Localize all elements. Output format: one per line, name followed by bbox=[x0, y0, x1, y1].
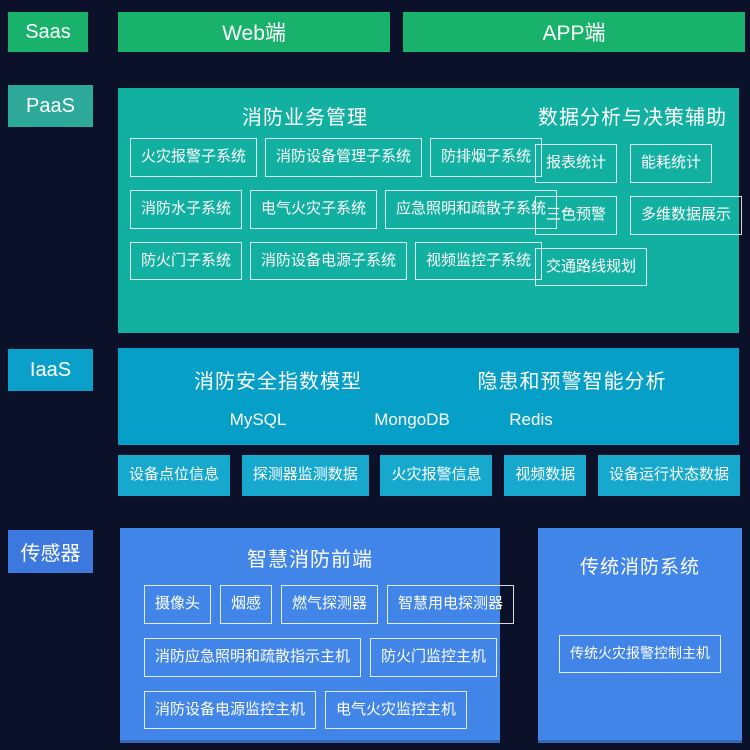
layer-label-paas: PaaS bbox=[8, 85, 93, 127]
chip: 火灾报警子系统 bbox=[130, 138, 258, 177]
chip: 视频数据 bbox=[504, 455, 587, 496]
redis-label: Redis bbox=[509, 410, 553, 429]
smart-row-3: 消防设备电源监控主机电气火灾监控主机 bbox=[144, 690, 500, 730]
chip: 消防应急照明和疏散指示主机 bbox=[144, 637, 362, 677]
app-client-label: APP端 bbox=[542, 22, 606, 45]
smart-row-1: 摄像头烟感燃气探测器智慧用电探测器 bbox=[144, 585, 515, 624]
chip: 防火门监控主机 bbox=[370, 637, 498, 677]
business-row-1: 火灾报警子系统消防设备管理子系统防排烟子系统 bbox=[130, 138, 543, 177]
web-client-label: Web端 bbox=[222, 22, 286, 45]
business-row-2: 消防水子系统电气火灾子系统应急照明和疏散子系统 bbox=[130, 189, 558, 229]
analysis-row-3: 交通路线规划 bbox=[535, 247, 730, 287]
traditional-fire-system-panel: 传统消防系统 传统火灾报警控制主机 bbox=[538, 528, 742, 743]
chip: 探测器监测数据 bbox=[241, 455, 369, 496]
traditional-fire-system-title: 传统消防系统 bbox=[579, 557, 700, 578]
chip: 消防设备电源监控主机 bbox=[144, 690, 317, 730]
chip: 防排烟子系统 bbox=[430, 138, 543, 177]
chip: 设备运行状态数据 bbox=[597, 455, 740, 496]
fire-business-subsystems: 火灾报警子系统消防设备管理子系统防排烟子系统 消防水子系统电气火灾子系统应急照明… bbox=[130, 138, 558, 281]
chip: 智慧用电探测器 bbox=[387, 585, 515, 624]
chip: 火灾报警信息 bbox=[380, 455, 493, 496]
chip: 电气火灾监控主机 bbox=[325, 690, 468, 730]
chip: 设备点位信息 bbox=[118, 455, 231, 496]
analysis-row-2: 三色预警多维数据展示 bbox=[535, 195, 743, 235]
data-analysis-title: 数据分析与决策辅助 bbox=[538, 107, 727, 129]
layer-label-sensors: 传感器 bbox=[8, 530, 93, 573]
mysql-label: MySQL bbox=[229, 410, 287, 429]
layer-label-sensors-text: 传感器 bbox=[20, 543, 81, 565]
web-client-box: Web端 bbox=[118, 12, 390, 52]
chip: 消防设备管理子系统 bbox=[265, 138, 423, 177]
chip: 燃气探测器 bbox=[281, 585, 379, 624]
chip: 多维数据展示 bbox=[630, 195, 743, 235]
chip: 摄像头 bbox=[144, 585, 212, 624]
layer-label-saas: Saas bbox=[8, 12, 88, 52]
chip: 电气火灾子系统 bbox=[250, 189, 378, 229]
mongodb-label: MongoDB bbox=[374, 410, 450, 429]
smart-fire-frontend-panel: 智慧消防前端 摄像头烟感燃气探测器智慧用电探测器 消防应急照明和疏散指示主机防火… bbox=[120, 528, 515, 743]
chip: 交通路线规划 bbox=[535, 247, 648, 287]
chip: 三色预警 bbox=[535, 195, 618, 235]
traditional-alarm-host-chip: 传统火灾报警控制主机 bbox=[559, 635, 721, 673]
smart-row-2: 消防应急照明和疏散指示主机防火门监控主机 bbox=[144, 637, 500, 677]
chip: 防火门子系统 bbox=[130, 241, 243, 281]
safety-index-model-title: 消防安全指数模型 bbox=[194, 371, 362, 393]
iaas-data-sources: 设备点位信息探测器监测数据火灾报警信息视频数据设备运行状态数据 bbox=[118, 455, 740, 496]
chip: 报表统计 bbox=[535, 144, 618, 183]
paas-panel: 消防业务管理 火灾报警子系统消防设备管理子系统防排烟子系统 消防水子系统电气火灾… bbox=[118, 88, 743, 333]
chip: 应急照明和疏散子系统 bbox=[385, 189, 558, 229]
chip: 视频监控子系统 bbox=[415, 241, 543, 281]
layer-label-iaas: IaaS bbox=[8, 349, 93, 391]
smart-fire-devices: 摄像头烟感燃气探测器智慧用电探测器 消防应急照明和疏散指示主机防火门监控主机 消… bbox=[144, 585, 515, 730]
layer-label-paas-text: PaaS bbox=[26, 94, 75, 117]
app-client-box: APP端 bbox=[403, 12, 745, 52]
fire-business-column: 消防业务管理 火灾报警子系统消防设备管理子系统防排烟子系统 消防水子系统电气火灾… bbox=[130, 88, 558, 281]
business-row-3: 防火门子系统消防设备电源子系统视频监控子系统 bbox=[130, 241, 543, 281]
analysis-row-1: 报表统计能耗统计 bbox=[535, 144, 730, 183]
chip: 消防水子系统 bbox=[130, 189, 243, 229]
traditional-host-wrap: 传统火灾报警控制主机 bbox=[538, 635, 742, 673]
chip: 烟感 bbox=[220, 585, 273, 624]
fire-business-title: 消防业务管理 bbox=[242, 107, 368, 129]
layer-label-saas-text: Saas bbox=[25, 20, 71, 43]
hazard-warning-analysis-title: 隐患和预警智能分析 bbox=[477, 371, 667, 393]
chip: 能耗统计 bbox=[630, 144, 713, 183]
data-analysis-items: 报表统计能耗统计 三色预警多维数据展示 交通路线规划 bbox=[535, 144, 743, 287]
smart-fire-frontend-title: 智慧消防前端 bbox=[247, 549, 373, 571]
layer-label-iaas-text: IaaS bbox=[29, 358, 72, 381]
iaas-panel: 消防安全指数模型 隐患和预警智能分析 MySQL MongoDB Redis bbox=[118, 348, 739, 445]
data-analysis-column: 数据分析与决策辅助 报表统计能耗统计 三色预警多维数据展示 交通路线规划 bbox=[535, 88, 743, 287]
chip: 消防设备电源子系统 bbox=[250, 241, 408, 281]
